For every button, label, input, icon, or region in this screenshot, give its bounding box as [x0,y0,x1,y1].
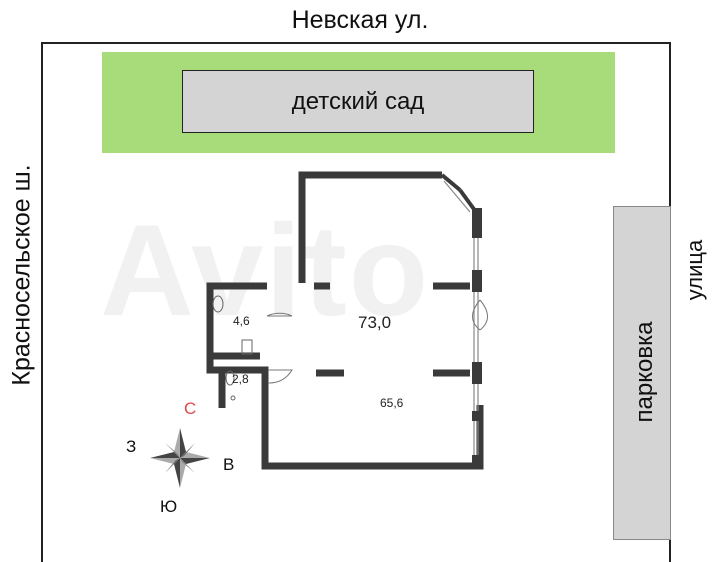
area-wc: 2,8 [232,372,249,386]
window-glazing [443,180,471,213]
compass-east-label: В [223,455,235,474]
window-pier [472,362,482,384]
drain-icon [230,395,236,401]
compass-west-label: З [126,437,137,456]
compass-rose-icon [150,428,210,488]
floor-plan [206,171,488,470]
kindergarten-label: детский сад [291,87,425,115]
window-frame [440,173,462,192]
toilet-icon [225,370,235,386]
outer-wall-top [298,171,442,283]
parking-area [613,206,671,540]
door-swing [267,369,293,384]
area-main-room: 65,6 [380,396,404,410]
area-total: 73,0 [358,313,392,332]
door-swing [266,312,293,317]
street-label-top: Невская ул. [291,6,429,34]
door-swing [472,299,481,331]
kindergarten-building: детский сад [182,70,534,133]
compass-north-label: С [184,399,197,418]
watermark: Avito [100,197,431,343]
window-pier [472,208,482,238]
compass-south-label: Ю [160,497,178,516]
window-pier [472,270,482,292]
door-swing [479,299,488,331]
window-pier [472,455,482,467]
window-pier [472,411,482,421]
area-bathroom: 4,6 [233,314,250,328]
sink-icon [241,339,253,355]
toilet-icon [212,295,224,313]
